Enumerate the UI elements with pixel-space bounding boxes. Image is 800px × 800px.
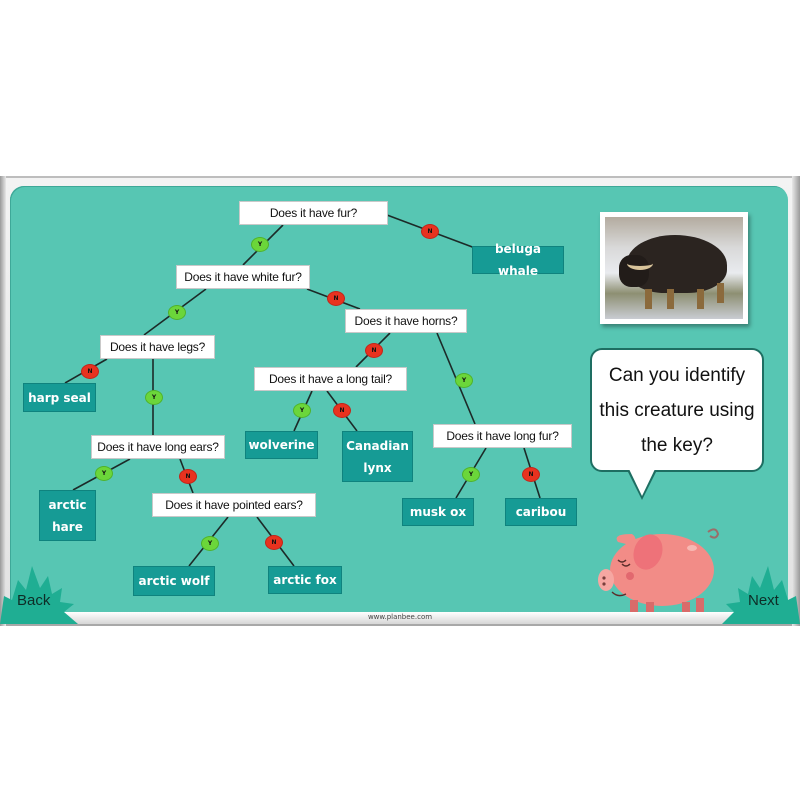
- question-legs: Does it have legs?: [100, 335, 215, 359]
- next-button[interactable]: Next: [722, 562, 800, 624]
- answer-caribou: caribou: [505, 498, 577, 526]
- question-fur: Does it have fur?: [239, 201, 388, 225]
- yes-badge: Y: [201, 536, 219, 551]
- answer-musk-ox: musk ox: [402, 498, 474, 526]
- footer-bar: [10, 612, 788, 624]
- creature-photo: [600, 212, 748, 324]
- yes-badge: Y: [145, 390, 163, 405]
- answer-wolverine: wolverine: [245, 431, 318, 459]
- question-horns: Does it have horns?: [345, 309, 467, 333]
- back-label: Back: [17, 592, 51, 609]
- answer-harp-seal: harp seal: [23, 383, 96, 412]
- footer-url: www.planbee.com: [367, 613, 433, 621]
- speech-bubble: Can you identify this creature using the…: [590, 348, 764, 472]
- no-badge: N: [179, 469, 197, 484]
- question-pointed-ears: Does it have pointed ears?: [152, 493, 316, 517]
- answer-arctic-hare: arctic hare: [39, 490, 96, 541]
- no-badge: N: [522, 467, 540, 482]
- spiky-bush-icon: [0, 566, 78, 624]
- no-badge: N: [327, 291, 345, 306]
- question-long-tail: Does it have a long tail?: [254, 367, 407, 391]
- yes-badge: Y: [251, 237, 269, 252]
- yes-badge: Y: [462, 467, 480, 482]
- no-badge: N: [421, 224, 439, 239]
- spiky-bush-icon: [722, 566, 800, 624]
- answer-canadian-lynx: Canadian lynx: [342, 431, 413, 482]
- answer-beluga-whale: beluga whale: [472, 242, 564, 278]
- no-badge: N: [365, 343, 383, 358]
- musk-ox-image: [605, 217, 743, 319]
- yes-badge: Y: [95, 466, 113, 481]
- next-label: Next: [748, 592, 779, 609]
- no-badge: N: [265, 535, 283, 550]
- question-white-fur: Does it have white fur?: [176, 265, 310, 289]
- pig-mascot-icon: [598, 528, 720, 612]
- answer-arctic-fox: arctic fox: [268, 566, 342, 594]
- no-badge: N: [333, 403, 351, 418]
- question-long-ears: Does it have long ears?: [91, 435, 225, 459]
- speech-bubble-tail-fill: [629, 469, 655, 496]
- no-badge: N: [81, 364, 99, 379]
- yes-badge: Y: [168, 305, 186, 320]
- frame-edge-left: [0, 176, 6, 626]
- yes-badge: Y: [293, 403, 311, 418]
- frame-edge-right: [792, 176, 800, 626]
- answer-arctic-wolf: arctic wolf: [133, 566, 215, 596]
- back-button[interactable]: Back: [0, 562, 78, 624]
- yes-badge: Y: [455, 373, 473, 388]
- question-long-fur: Does it have long fur?: [433, 424, 572, 448]
